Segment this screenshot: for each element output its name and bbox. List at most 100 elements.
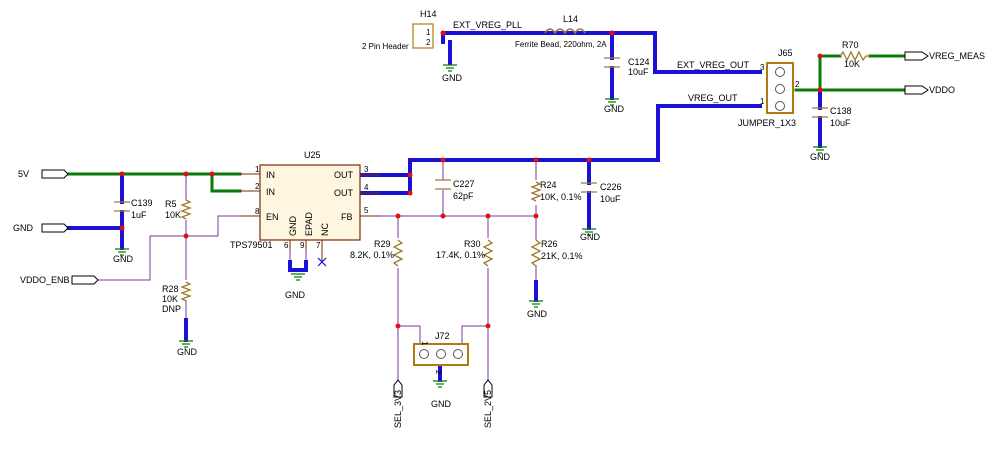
cap-c139[interactable]: C139 1uF [114, 198, 153, 220]
port-vddo-enb[interactable]: VDDO_ENB [20, 275, 99, 285]
u25-pin-gnd: GND [288, 216, 298, 237]
u25-pin-in1: IN [266, 170, 275, 180]
c227-ref: C227 [453, 179, 475, 189]
port-vreg-meas-label: VREG_MEAS [929, 51, 985, 61]
sel-wires [397, 326, 489, 383]
port-gnd-label: GND [13, 223, 34, 233]
ground-icon: GND [604, 98, 625, 114]
j65-pin1: 1 [760, 97, 765, 106]
nc-marker-icon [317, 257, 327, 267]
u25-pin-num-2: 2 [255, 182, 260, 191]
ground-icon: GND [285, 273, 306, 300]
port-sel-2v5[interactable]: SEL_2V5 [483, 379, 493, 428]
r26-ref: R26 [541, 239, 558, 249]
j65-desc: JUMPER_1X3 [738, 118, 796, 128]
net-label-ext-vreg-out: EXT_VREG_OUT [677, 60, 750, 70]
r29-wire [397, 216, 421, 346]
res-r24[interactable]: R24 10K, 0.1% [530, 180, 582, 202]
port-sel-2v5-label: SEL_2V5 [483, 390, 493, 428]
c124-value: 10uF [628, 67, 649, 77]
u25-pin-num-4: 4 [364, 183, 369, 192]
h14-pin2: 2 [426, 38, 431, 47]
jumper-j72[interactable]: J72 1 2 [413, 331, 469, 375]
cap-c138[interactable]: C138 10uF [812, 106, 852, 128]
ic-u25[interactable]: U25 TPS79501 IN IN EN OUT OUT FB GND EPA… [230, 150, 380, 267]
svg-text:GND: GND [113, 254, 134, 264]
en-wire [98, 215, 240, 281]
c226-ref: C226 [600, 182, 622, 192]
r29-ref: R29 [374, 239, 391, 249]
u25-pin-num-8: 8 [255, 207, 260, 216]
r28-note: DNP [162, 304, 181, 314]
res-r29[interactable]: R29 8.2K, 0.1% [350, 239, 404, 267]
res-r5[interactable]: R5 10K [165, 199, 192, 220]
r28-ref: R28 [162, 284, 179, 294]
port-5v[interactable]: 5V [18, 169, 69, 179]
res-r26[interactable]: R26 21K, 0.1% [530, 239, 583, 267]
u25-pin-num-1: 1 [255, 165, 260, 174]
r28-value: 10K [162, 294, 178, 304]
port-gnd[interactable]: GND [13, 223, 69, 233]
header-h14[interactable]: H14 2 Pin Header 1 2 [362, 9, 437, 51]
r26-value: 21K, 0.1% [541, 251, 583, 261]
u25-pin-num-7: 7 [316, 241, 321, 250]
junction-dots [119, 30, 823, 329]
u25-part: TPS79501 [230, 240, 273, 250]
u25-pin-out2: OUT [334, 188, 354, 198]
u25-pin-en: EN [266, 212, 279, 222]
u25-pin-num-5: 5 [364, 206, 369, 215]
ground-icon: GND [810, 146, 831, 162]
res-r30[interactable]: R30 17.4K, 0.1% [436, 239, 494, 267]
u25-pin-fb: FB [341, 212, 353, 222]
j72-pin2: 2 [434, 370, 443, 375]
net-label-vreg-out: VREG_OUT [688, 93, 738, 103]
port-5v-label: 5V [18, 169, 29, 179]
svg-text:GND: GND [431, 399, 452, 409]
res-r28[interactable]: R28 10K DNP [162, 281, 192, 314]
c139-ref: C139 [131, 198, 153, 208]
net-vreg-out-wire [358, 104, 762, 195]
svg-text:GND: GND [177, 347, 198, 357]
svg-text:GND: GND [442, 73, 463, 83]
cap-c227[interactable]: C227 62pF [435, 179, 475, 201]
j72-ref: J72 [435, 331, 450, 341]
u25-pin-num-9: 9 [300, 241, 305, 250]
j65-pin3: 3 [760, 63, 765, 72]
c227-value: 62pF [453, 191, 474, 201]
port-vreg-meas[interactable]: VREG_MEAS [904, 51, 985, 61]
c138-value: 10uF [830, 118, 851, 128]
cap-c226[interactable]: C226 10uF [581, 182, 622, 204]
ground-icon: GND [442, 64, 463, 83]
net-ext-vreg-pll-wire [441, 31, 762, 74]
ground-icon: GND [431, 380, 452, 409]
port-sel-3v3-label: SEL_3V3 [393, 390, 403, 428]
l14-ref: L14 [563, 14, 578, 24]
c124-ref: C124 [628, 57, 650, 67]
svg-text:GND: GND [580, 232, 601, 242]
svg-text:GND: GND [285, 290, 306, 300]
u25-pin-num-3: 3 [364, 165, 369, 174]
port-vddo[interactable]: VDDO [904, 85, 955, 95]
r5-ref: R5 [165, 199, 177, 209]
jumper-j65[interactable]: J65 JUMPER_1X3 3 1 2 [738, 48, 800, 128]
ground-icon: GND [580, 228, 601, 242]
j65-pin2: 2 [795, 80, 800, 89]
c139-value: 1uF [131, 210, 147, 220]
svg-text:GND: GND [527, 309, 548, 319]
gnd-symbols: GND GND GND GND GND GND GND GND [113, 64, 831, 409]
r70-value: 10K [844, 59, 860, 69]
r30-wire [461, 216, 489, 346]
port-sel-3v3[interactable]: SEL_3V3 [393, 379, 403, 428]
gnd-bridge-wire [288, 260, 308, 272]
net-label-ext-vreg-pll: EXT_VREG_PLL [453, 20, 522, 30]
j65-out-wire [794, 54, 842, 92]
port-vddo-label: VDDO [929, 85, 955, 95]
c138-ref: C138 [830, 106, 852, 116]
cap-c124[interactable]: C124 10uF [604, 57, 650, 77]
j65-ref: J65 [778, 48, 793, 58]
u25-pin-num-6: 6 [284, 241, 289, 250]
res-r70[interactable]: R70 10K [839, 40, 870, 69]
u25-pin-out1: OUT [334, 170, 354, 180]
inductor-l14[interactable]: L14 Ferrite Bead, 220ohm, 2A EXT_VREG_PL… [453, 14, 607, 49]
svg-text:GND: GND [604, 104, 625, 114]
